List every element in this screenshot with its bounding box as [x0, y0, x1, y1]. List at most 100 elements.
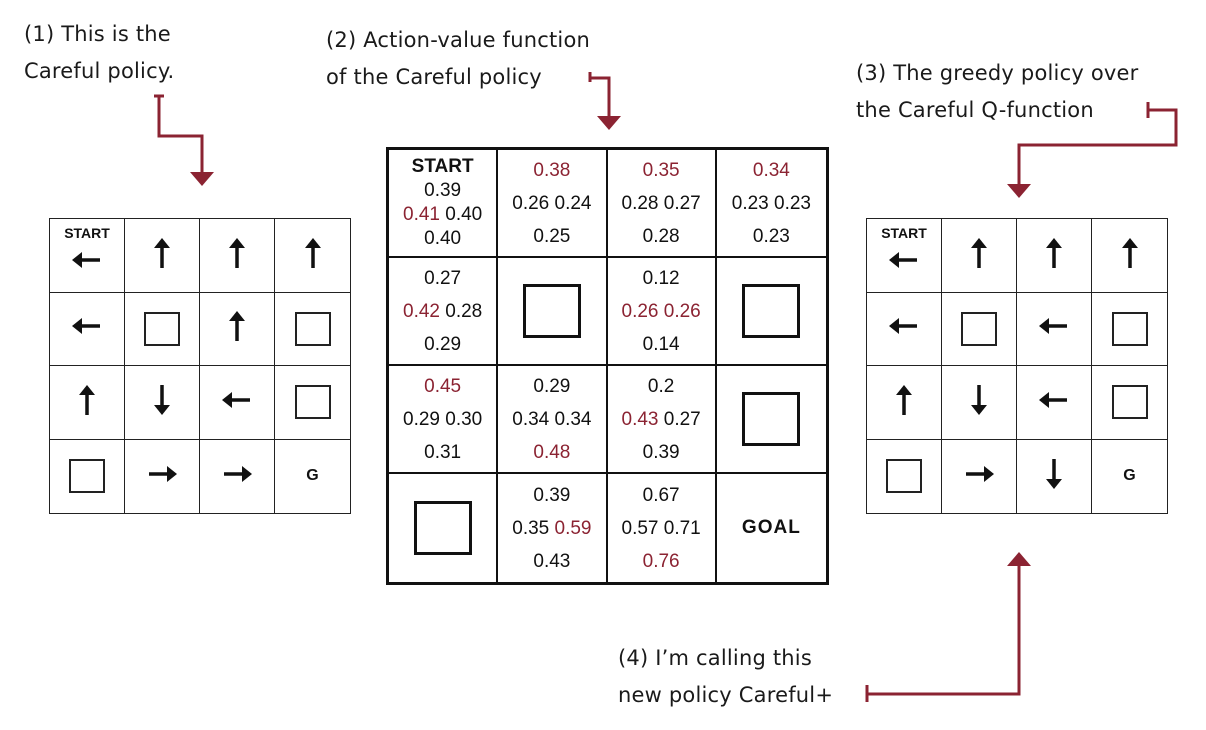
wall-square: [1111, 385, 1148, 420]
q-value-left: 0.23: [731, 192, 769, 214]
connector-3: [1017, 102, 1178, 186]
q-value-up: 0.39: [424, 180, 462, 201]
wall-square: [1111, 311, 1148, 346]
policy-cell: [50, 439, 125, 513]
q-row-up: 0.38: [533, 154, 570, 187]
note-greedy-policy: (3) The greedy policy over the Careful Q…: [856, 55, 1138, 129]
q-value-up: 0.2: [647, 375, 675, 397]
wall-square: [961, 311, 997, 346]
goal-label: G: [306, 467, 319, 485]
connector-2-head: [597, 116, 621, 130]
note-line: (4) I’m calling this: [618, 646, 812, 670]
q-row-middle: 0.57 0.71: [622, 512, 701, 545]
note-line: of the Careful policy: [326, 65, 542, 89]
q-row-up: 0.45: [424, 370, 461, 403]
q-value-up: 0.39: [533, 484, 571, 506]
q-value-down: 0.40: [424, 228, 462, 249]
note-careful-plus: (4) I’m calling this new policy Careful+: [618, 640, 833, 714]
q-row-middle: 0.42 0.28: [403, 295, 482, 328]
note-line: (2) Action-value function: [326, 28, 591, 52]
policy-cell: [867, 292, 942, 366]
wall-square: [144, 311, 180, 346]
q-row-down: 0.14: [643, 328, 680, 361]
arrow-up-icon: [217, 233, 257, 278]
arrow-right-icon: [959, 454, 999, 499]
arrow-up-icon: [67, 380, 107, 425]
q-cell: [498, 258, 608, 366]
q-row-middle: 0.23 0.23: [732, 187, 811, 220]
q-cell: [716, 366, 826, 474]
connector-3-head: [1007, 184, 1031, 198]
policy-cell: [942, 292, 1017, 366]
connector-1-head: [190, 172, 214, 186]
q-cell: 0.29 0.34 0.34 0.48: [498, 366, 608, 474]
q-value-left: 0.57: [621, 517, 659, 539]
policy-cell: [1017, 219, 1092, 293]
q-value-right: 0.34: [554, 408, 592, 430]
arrow-down-icon: [1034, 454, 1074, 499]
q-value-down: 0.31: [424, 441, 462, 463]
q-value-down: 0.14: [642, 333, 680, 355]
q-value-down: 0.76: [642, 550, 680, 572]
q-value-left: 0.35: [512, 517, 550, 539]
q-value-right: 0.71: [663, 517, 701, 539]
note-line: (1) This is the: [24, 22, 171, 46]
note-line: Careful policy.: [24, 59, 175, 83]
policy-cell: [125, 292, 200, 366]
q-row-down: 0.48: [533, 436, 570, 469]
goal-label: GOAL: [741, 517, 801, 538]
wall-square: [413, 501, 472, 555]
q-value-down: 0.48: [533, 441, 571, 463]
arrow-up-icon: [1110, 233, 1150, 278]
arrow-down-icon: [959, 380, 999, 425]
policy-cell: START: [50, 219, 125, 293]
start-label: START: [64, 225, 110, 241]
policy-cell: [125, 439, 200, 513]
q-row-down: 0.40: [424, 227, 461, 251]
q-row-middle: 0.34 0.34: [512, 403, 591, 436]
q-row-middle: 0.43 0.27: [622, 403, 701, 436]
connector-2: [588, 72, 611, 116]
q-row-down: 0.43: [533, 545, 570, 578]
note-line: (3) The greedy policy over: [856, 61, 1139, 85]
q-row-down: 0.31: [424, 436, 461, 469]
q-row-down: 0.23: [753, 220, 790, 253]
goal-label: G: [1123, 467, 1136, 485]
arrow-up-icon: [217, 306, 257, 351]
connector-4-head: [1007, 552, 1031, 566]
q-value-up: 0.35: [642, 159, 680, 181]
q-value-up: 0.29: [533, 375, 571, 397]
q-row-middle: 0.41 0.40: [403, 203, 482, 227]
arrow-up-icon: [1034, 233, 1074, 278]
note-careful-policy: (1) This is the Careful policy.: [24, 16, 174, 90]
policy-cell: [1017, 366, 1092, 440]
policy-cell: [867, 439, 942, 513]
policy-cell: [200, 366, 275, 440]
q-value-up: 0.27: [424, 267, 462, 289]
q-row-middle: 0.29 0.30: [403, 403, 482, 436]
arrow-left-icon: [1034, 380, 1074, 425]
q-value-left: 0.43: [621, 408, 659, 430]
policy-cell: [275, 219, 350, 293]
arrow-left-icon: [67, 240, 107, 285]
q-row-up: 0.39: [424, 179, 461, 203]
policy-cell: [867, 366, 942, 440]
q-value-up: 0.38: [533, 159, 571, 181]
arrow-left-icon: [884, 306, 924, 351]
q-value-left: 0.34: [512, 408, 550, 430]
wall-square: [69, 459, 105, 494]
q-value-left: 0.41: [403, 204, 440, 225]
q-value-left: 0.42: [403, 300, 440, 322]
policy-cell: G: [1092, 440, 1167, 514]
note-line: new policy Careful+: [618, 683, 834, 707]
policy-cell: [942, 219, 1017, 293]
q-row-middle: 0.35 0.59: [512, 512, 591, 545]
connector-4: [865, 566, 1021, 702]
